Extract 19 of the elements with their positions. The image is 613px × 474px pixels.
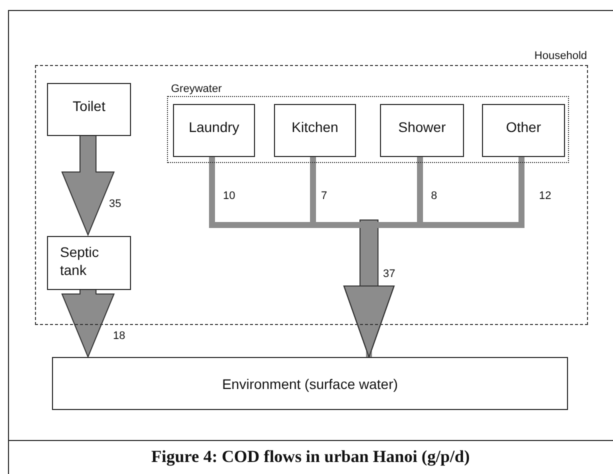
box-label: Kitchen [290,118,340,136]
process-box [52,357,568,410]
process-box [47,83,131,136]
box-label: Shower [397,118,447,136]
process-box [274,104,356,157]
box-label: Toilet [72,97,106,115]
process-box [173,104,255,157]
box-label: Other [504,118,542,136]
box-label: Septic tank [60,243,100,279]
box-label: Laundry [188,118,240,136]
flow-arrow [61,288,115,358]
process-box [380,104,464,157]
group-label: Household [534,50,587,63]
flow-arrow [61,134,115,236]
group-label: Greywater [171,83,222,96]
box-label: Environment (surface water) [221,375,399,393]
figure-caption: Figure 4: COD flows in urban Hanoi (g/p/d) [150,446,471,468]
process-box [47,236,131,290]
process-box [482,104,565,157]
